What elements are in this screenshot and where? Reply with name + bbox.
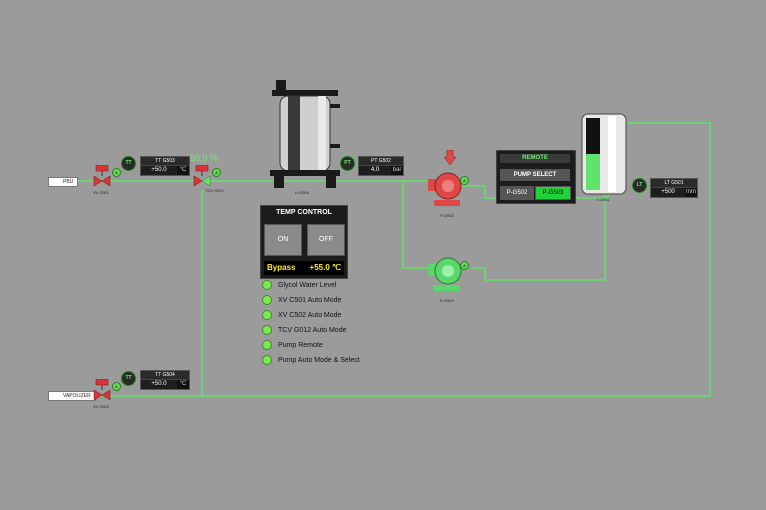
auto-badge: A <box>212 168 221 177</box>
indicator-label: XV C501 Auto Mode <box>278 297 342 304</box>
select-p-g503-button[interactable]: P-G503 <box>535 186 571 200</box>
tt-g503-bubble: TT <box>121 156 136 171</box>
tag-name: LT G501 <box>651 179 697 188</box>
pbu-inlet-tag: PBU <box>48 177 79 187</box>
valve-icon <box>93 164 111 187</box>
tag-name: TT G504 <box>141 371 189 380</box>
tag-value: 4.0 <box>370 167 380 173</box>
lt-g501-display: LT G501 +500 mm <box>650 178 698 198</box>
xv-c502-label: XV C502 <box>93 404 110 409</box>
indicator-label: Glycol Water Level <box>278 282 337 289</box>
status-lamp-icon <box>262 325 272 336</box>
pump-p-g503-label: P-G503 <box>440 213 454 218</box>
tag-unit: °C <box>177 166 189 175</box>
pump-p-g502[interactable] <box>428 255 464 295</box>
tag-value: +50.0 <box>151 381 167 387</box>
bypass-mode-text: Bypass <box>267 263 296 272</box>
heat-exchanger-icon <box>270 80 340 188</box>
indicator-xv-c501-auto: XV C501 Auto Mode <box>262 295 341 306</box>
pump-p-g503[interactable] <box>428 170 464 210</box>
indicator-label: XV C502 Auto Mode <box>278 312 342 319</box>
temp-control-on-button[interactable]: ON <box>264 224 302 256</box>
pump-p-g502-label: P-G502 <box>440 298 454 303</box>
tag-value: +50.0 <box>151 167 167 173</box>
control-valve-icon <box>193 164 211 187</box>
indicator-glycol-water-level: Glycol Water Level <box>262 280 336 291</box>
heater-h-g504[interactable] <box>270 80 340 190</box>
select-p-g502-button[interactable]: P-G502 <box>500 186 534 200</box>
tank-icon <box>581 113 627 195</box>
tcv-g012-label: TCV G012 <box>205 188 224 193</box>
tank-label: T-G501 <box>596 197 610 202</box>
tag-name: PT G502 <box>359 157 403 166</box>
tcv-g012-percent: 50.0 % <box>190 153 219 163</box>
auto-badge: A <box>112 382 121 391</box>
status-lamp-icon <box>262 295 272 306</box>
vaporizer-inlet-tag: VAPOLIZER <box>48 391 96 401</box>
pump-icon <box>428 257 462 291</box>
tank-level-fill <box>586 154 600 190</box>
temp-control-title: TEMP CONTROL <box>276 209 332 216</box>
pt-g502-display: PT G502 4.0 bar <box>358 156 404 176</box>
temp-control-panel: TEMP CONTROL ON OFF Bypass +55.0 ℃ <box>260 205 348 279</box>
pt-g502-bubble: PT <box>340 156 355 171</box>
pump-icon <box>428 172 462 206</box>
status-lamp-icon <box>262 310 272 321</box>
xv-c502-valve[interactable] <box>92 378 112 401</box>
auto-badge: A <box>112 168 121 177</box>
tag-name: TT G503 <box>141 157 189 166</box>
status-lamp-icon <box>262 280 272 291</box>
indicator-pump-auto-select: Pump Auto Mode & Select <box>262 355 360 366</box>
tag-unit: mm <box>685 188 697 197</box>
auto-badge: A <box>460 176 469 185</box>
auto-badge: A <box>460 261 469 270</box>
temp-setpoint: +55.0 ℃ <box>309 263 341 272</box>
valve-icon <box>93 378 111 401</box>
lt-g501-bubble: LT <box>632 178 647 193</box>
pump-select-title: PUMP SELECT <box>500 169 570 181</box>
tank-t-g501 <box>580 112 628 196</box>
tt-g504-display: TT G504 +50.0 °C <box>140 370 190 390</box>
xv-c501-label: XV C501 <box>93 190 110 195</box>
indicator-xv-c502-auto: XV C502 Auto Mode <box>262 310 341 321</box>
tcv-g012-valve[interactable] <box>192 164 212 187</box>
tt-g504-bubble: TT <box>121 371 136 386</box>
xv-c501-valve[interactable] <box>92 164 112 187</box>
indicator-pump-remote: Pump Remote <box>262 340 323 351</box>
tag-unit: °C <box>177 380 189 389</box>
temp-control-status: Bypass +55.0 ℃ <box>264 261 344 275</box>
tag-value: +500 <box>661 189 675 195</box>
status-lamp-icon <box>262 340 272 351</box>
pump-select-panel: REMOTE PUMP SELECT P-G502 P-G503 <box>496 150 576 204</box>
indicator-label: TCV G012 Auto Mode <box>278 327 347 334</box>
tag-unit: bar <box>391 166 403 175</box>
indicator-label: Pump Remote <box>278 342 323 349</box>
remote-status: REMOTE <box>500 154 570 163</box>
status-lamp-icon <box>262 355 272 366</box>
heater-label: H-G504 <box>295 190 310 195</box>
temp-control-off-button[interactable]: OFF <box>307 224 345 256</box>
tt-g503-display: TT G503 +50.0 °C <box>140 156 190 176</box>
indicator-tcv-g012-auto: TCV G012 Auto Mode <box>262 325 346 336</box>
indicator-label: Pump Auto Mode & Select <box>278 357 360 364</box>
running-arrow-icon <box>443 149 457 171</box>
